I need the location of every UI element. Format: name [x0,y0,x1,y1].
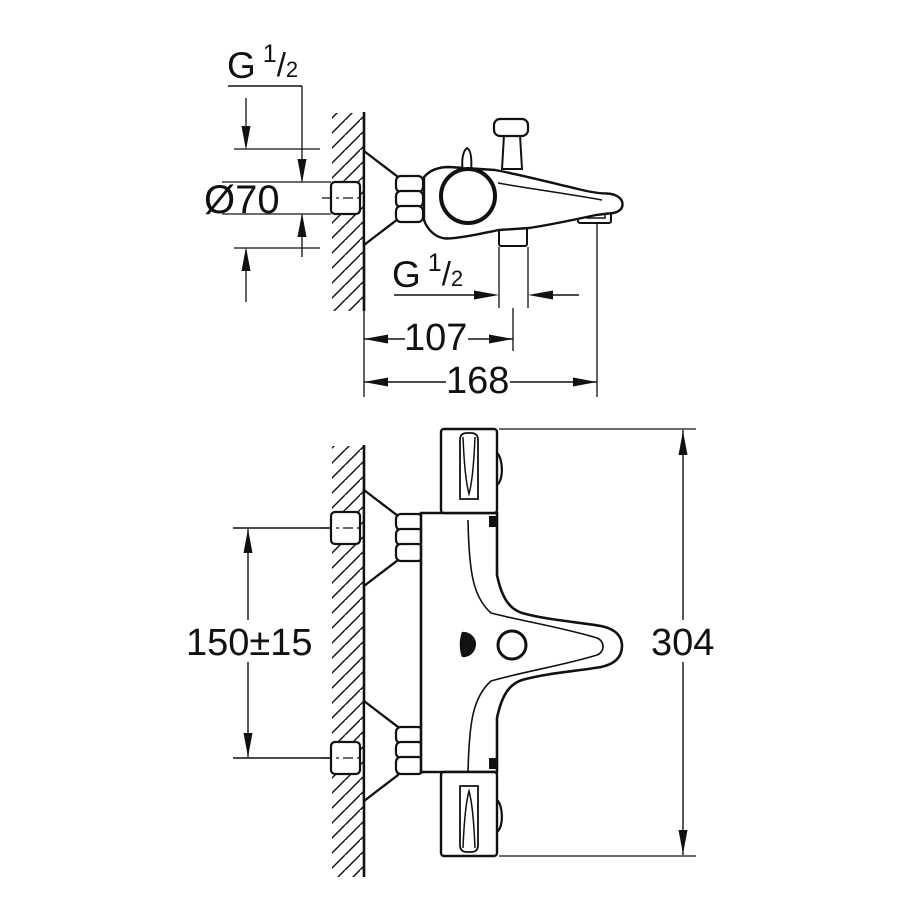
handle-bottom-grip [459,785,479,853]
union-nut-lower-facet3 [394,755,425,776]
escutcheon-lower [362,698,400,804]
union-nut-side-mid-facet [394,189,425,209]
front-view [233,427,696,877]
dim107-arrowhead-right [489,334,513,344]
dim150-arrowhead-up [243,529,253,553]
label-inlet-spacing: 150±15 [186,622,313,664]
handle-bottom-side-button [496,799,503,833]
union-nut-lower-facet1 [394,725,425,745]
escutcheon-upper [362,487,400,589]
label-escutcheon-diameter: Ø70 [204,178,280,222]
label-spout-reach: 168 [446,360,510,402]
label-shower-outlet-offset: 107 [404,317,468,359]
union-nut-side-bottom-facet [394,204,425,224]
dim168-arrowhead-left [364,377,388,387]
handle-top-grip-inner [462,436,476,497]
union-nut-upper-facet3 [394,542,425,563]
union-nut-side-top-facet [394,174,425,194]
dim107-arrowhead-left [364,334,388,344]
handle-bottom-grip-inner [462,788,476,849]
diverter-stem [500,134,524,170]
temp-lever-front [459,631,476,658]
diverter-cap [492,117,530,138]
spout-inner-contour [467,519,604,775]
union-nut-upper-facet1 [394,512,425,532]
wall-hatch-bottom [332,446,364,877]
escutcheon-side [362,148,400,248]
union-nut-upper-facet2 [394,527,425,547]
thread-size-denominator: 2 [285,57,299,82]
diverter-knob-front [496,629,528,661]
dim-wallthread-arrowhead-down [297,159,307,183]
temp-lever-side [461,146,473,173]
label-overall-height: 304 [651,622,715,664]
thread-size-slash: / [441,255,451,292]
dim-wallthread-arrowhead-up [297,213,307,237]
dim-dia70-arrowhead-up [241,247,251,271]
thread-size-slash: / [276,46,286,83]
handle-top-side-button [496,452,503,486]
dim-showerthread-arrowhead-right [474,290,499,300]
dim304-arrowhead-up [678,431,688,455]
dim-dia70-arrowhead-down [241,126,251,150]
dim-showerthread-arrowhead-left [528,290,553,300]
handle-top-grip [459,432,479,500]
side-view [222,85,624,397]
spout-inner-line [497,182,603,201]
union-nut-lower-facet2 [394,740,425,760]
body-shadow-tick-bottom [489,758,496,769]
thread-size-numerator: 1 [262,40,277,68]
thermostat-dial-side [439,167,497,225]
thread-size-base: G [392,254,421,295]
dim150-arrowhead-down [243,733,253,757]
label-wall-thread: G 1 / 2 [227,40,299,85]
thread-size-numerator: 1 [427,249,442,277]
thread-size-base: G [227,45,256,86]
thread-size-denominator: 2 [450,266,464,291]
dim304-arrowhead-down [678,830,688,854]
dim168-arrowhead-right [573,377,597,387]
body-shadow-tick-top [489,516,496,527]
label-shower-thread: G 1 / 2 [392,249,464,294]
